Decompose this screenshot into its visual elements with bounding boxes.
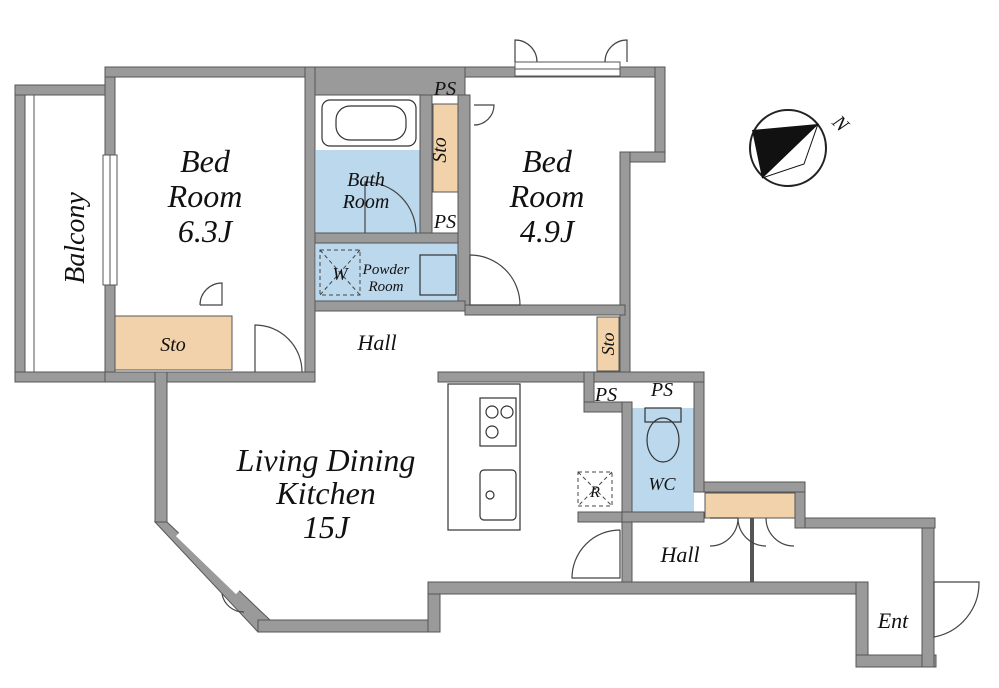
bed1-name: Bed xyxy=(180,143,231,179)
door-shoe-closet-2 xyxy=(737,517,767,547)
wall-wc-east xyxy=(693,371,705,493)
wall-hall-divider xyxy=(750,518,754,582)
door-shoe-closet-3 xyxy=(765,517,795,547)
toilet-bowl xyxy=(646,417,680,463)
fridge-space xyxy=(577,471,613,507)
door-shoe-closet-1 xyxy=(709,517,739,547)
ps-mid2-label: PS xyxy=(650,379,673,401)
balcony-label: Balcony xyxy=(60,192,91,284)
bed2-room: Room xyxy=(509,178,585,214)
door-bed2-window-left xyxy=(514,39,538,63)
fridge-x2 xyxy=(577,471,613,507)
wall-bed2-south xyxy=(464,304,626,316)
entrance-label: Ent xyxy=(877,608,909,633)
bath-label-1: Bath xyxy=(347,169,385,191)
bed1-size: 6.3J xyxy=(178,213,234,249)
sink-drain xyxy=(485,490,495,500)
bathtub xyxy=(321,99,417,147)
wall-bed1-north xyxy=(104,66,316,78)
wc-area xyxy=(632,408,694,512)
burner-2 xyxy=(500,405,514,419)
wall-bath-south xyxy=(314,232,466,244)
wall-bath-east xyxy=(419,94,433,236)
wall-bed2-east-lower xyxy=(619,151,631,373)
wall-ent-west xyxy=(855,581,869,668)
vanity-sink xyxy=(419,254,457,296)
wall-storage-north xyxy=(693,481,806,493)
ldk-label-2: Kitchen xyxy=(275,475,376,511)
sto-right-label: Sto xyxy=(598,332,618,355)
wall-ldk-south xyxy=(257,619,439,633)
bed2-size: 4.9J xyxy=(520,213,576,249)
door-ldk-window xyxy=(221,593,245,613)
wall-wc-south xyxy=(621,511,705,523)
toilet-tank xyxy=(644,407,682,423)
wall-wc-west xyxy=(621,401,633,583)
sto-top-label: Sto xyxy=(429,137,451,163)
wall-bed2-east-upper xyxy=(654,66,666,163)
stove xyxy=(479,397,517,447)
fridge-label: R xyxy=(589,484,600,501)
powder-label-2: Room xyxy=(368,279,404,295)
burner-1 xyxy=(485,405,499,419)
door-storage-left xyxy=(199,282,223,306)
bath-label-2: Room xyxy=(342,191,390,213)
balcony-wall-bottom xyxy=(14,371,106,383)
wc-label: WC xyxy=(649,474,677,494)
storage-entrance xyxy=(704,492,798,519)
ps-bath-label: PS xyxy=(433,211,456,233)
compass-needle xyxy=(752,124,818,178)
door-bed1 xyxy=(254,324,303,373)
ps-mid1-label: PS xyxy=(594,384,617,406)
wall-bed1-south xyxy=(104,371,316,383)
hall-upper-label: Hall xyxy=(356,330,396,355)
bed2-name: Bed xyxy=(522,143,573,179)
bed1-room: Room xyxy=(167,178,243,214)
ldk-label-1: Living Dining xyxy=(236,442,416,478)
compass-north-label: N xyxy=(827,111,854,138)
bath-room-area xyxy=(316,150,420,233)
washer-pan xyxy=(319,249,361,296)
balcony-wall-left xyxy=(14,84,26,383)
wall-core-north xyxy=(314,66,466,96)
wall-ldk-south2 xyxy=(427,581,869,595)
wall-ldk-west xyxy=(154,371,168,523)
sto-left-label: Sto xyxy=(160,334,186,356)
door-hall xyxy=(571,529,621,579)
ldk-size: 15J xyxy=(303,509,351,545)
door-bed2 xyxy=(469,254,521,306)
hall-lower-label: Hall xyxy=(659,542,699,567)
door-bed2-window-right xyxy=(604,39,628,63)
door-bath xyxy=(364,181,417,234)
door-entrance xyxy=(933,581,980,638)
storage-left xyxy=(114,315,233,371)
compass-needle-light xyxy=(761,123,819,179)
wall-core-east xyxy=(457,94,471,306)
ps-top-label: PS xyxy=(433,78,456,100)
wall-ent-north xyxy=(794,517,936,529)
powder-label-1: Powder xyxy=(362,262,410,278)
wall-ldk-diagonal xyxy=(153,521,271,633)
door-storage-top xyxy=(473,104,495,126)
balcony-wall-top xyxy=(14,84,106,96)
wall-ent-east xyxy=(921,517,935,668)
bathtub-inner xyxy=(335,105,407,141)
wall-bed1-east xyxy=(304,66,316,383)
washer-x2 xyxy=(319,249,361,296)
kitchen-counter xyxy=(447,383,521,531)
storage-right xyxy=(596,316,620,372)
kitchen-sink xyxy=(479,469,517,521)
wall-powder-south xyxy=(314,300,466,312)
wall-kitchen-north xyxy=(437,371,705,383)
burner-3 xyxy=(485,425,499,439)
window-ldk xyxy=(175,531,241,595)
wall-ent-south xyxy=(855,654,937,668)
washer-label: W xyxy=(333,264,350,284)
